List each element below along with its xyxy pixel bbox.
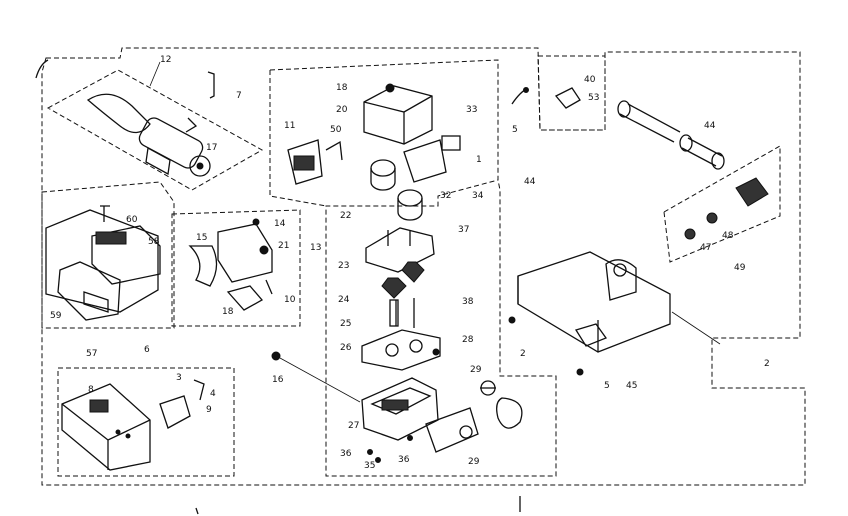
callout-label: 4 [210, 389, 216, 399]
callout-label: 48 [722, 231, 734, 241]
callout-label: 20 [336, 105, 348, 115]
corner-mark [35, 59, 49, 79]
callout-label: 33 [466, 105, 477, 115]
thermostat-module-group [41, 181, 175, 329]
callout-label: 10 [284, 295, 296, 305]
edge-mark [195, 507, 199, 515]
callout-label: 16 [272, 375, 284, 385]
callout-labels: 12 7 17 18 20 11 50 33 1 32 34 22 37 44 … [50, 55, 770, 471]
callout-label: 59 [50, 311, 62, 321]
callout-label: 36 [340, 449, 352, 459]
callout-label: 3 [176, 373, 182, 383]
callout-label: 37 [458, 225, 469, 235]
callout-label: 21 [278, 241, 289, 251]
callout-label: 26 [340, 343, 352, 353]
callout-label: 58 [148, 237, 160, 247]
callout-label: 29 [470, 365, 482, 375]
callout-label: 25 [340, 319, 351, 329]
callout-label: 5 [604, 381, 610, 391]
callout-label: 29 [468, 457, 480, 467]
callout-label: 50 [330, 125, 342, 135]
callout-label: 9 [206, 405, 212, 415]
callout-label: 8 [88, 385, 94, 395]
callout-label: 44 [704, 121, 716, 131]
callout-label: 35 [364, 461, 375, 471]
callout-label: 57 [86, 349, 97, 359]
callout-label: 18 [336, 83, 348, 93]
callout-label: 38 [462, 297, 474, 307]
callout-label: 11 [284, 121, 295, 131]
callout-label: 34 [472, 191, 484, 201]
callout-label: 45 [626, 381, 637, 391]
callout-label: 49 [734, 263, 746, 273]
callout-label: 7 [236, 91, 242, 101]
callout-label: 12 [160, 55, 171, 65]
igniter-group [617, 100, 781, 263]
callout-label: 13 [310, 243, 321, 253]
mounting-plate [508, 251, 721, 376]
pilot-burner-group [46, 61, 264, 191]
callout-label: 15 [196, 233, 207, 243]
callout-label: 23 [338, 261, 349, 271]
callout-label: 60 [126, 215, 138, 225]
callout-label: 5 [512, 125, 518, 135]
control-knob-group [57, 367, 235, 477]
callout-label: 47 [700, 243, 711, 253]
callout-label: 1 [476, 155, 482, 165]
callout-label: 40 [584, 75, 596, 85]
callout-label: 44 [524, 177, 536, 187]
callout-label: 18 [222, 307, 234, 317]
callout-label: 28 [462, 335, 474, 345]
callout-label: 17 [206, 143, 217, 153]
callout-label: 32 [440, 191, 451, 201]
callout-label: 2 [764, 359, 770, 369]
callout-label: 27 [348, 421, 359, 431]
callout-label: 6 [144, 345, 150, 355]
gas-valve-group [269, 59, 557, 477]
callout-label: 24 [338, 295, 350, 305]
callout-label: 36 [398, 455, 410, 465]
electrode-group [511, 55, 606, 131]
callout-label: 14 [274, 219, 286, 229]
outer-boundary [41, 47, 806, 486]
callout-label: 2 [520, 349, 526, 359]
callout-label: 22 [340, 211, 351, 221]
valve-bracket-group [171, 209, 301, 327]
callout-label: 53 [588, 93, 599, 103]
